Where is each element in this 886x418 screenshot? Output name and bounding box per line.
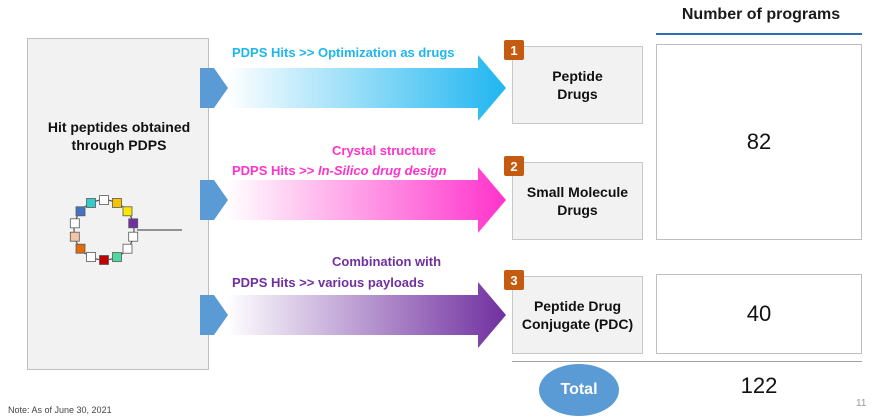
route-2-label: PDPS Hits >> In-Silico drug design: [232, 163, 447, 178]
target-small-molecule-drugs: Small Molecule Drugs: [512, 162, 643, 240]
ring-bead: [128, 231, 139, 242]
ring-bead: [86, 252, 96, 262]
target-1-label: Peptide Drugs: [552, 68, 603, 102]
header-underline: [656, 33, 862, 35]
ring-bead: [75, 206, 86, 217]
badge-2: 2: [504, 156, 524, 176]
ring-bead: [99, 255, 109, 265]
target-pdc: Peptide Drug Conjugate (PDC): [512, 276, 643, 354]
route-2-detail-line1: Crystal structure: [332, 143, 437, 158]
route-3-detail-line2: various payloads: [318, 275, 425, 290]
route-2-arrow: [226, 167, 506, 233]
ring-bead: [69, 218, 80, 229]
target-2-label: Small Molecule Drugs: [526, 184, 629, 218]
peptide-ring-icon: [69, 195, 182, 265]
column-header: Number of programs: [681, 6, 841, 23]
route-2-prefix: PDPS Hits >>: [232, 163, 315, 178]
total-value: 122: [740, 373, 778, 398]
route-3-prefix: PDPS Hits >>: [232, 275, 315, 290]
ring-bead: [69, 231, 80, 242]
count-82-box: 82: [656, 44, 862, 240]
ring-bead: [112, 252, 122, 262]
route-3-arrow: [226, 282, 506, 348]
footnote: Note: As of June 30, 2021: [8, 405, 112, 415]
page-number: 11: [856, 398, 867, 409]
count-40-box: 40: [656, 274, 862, 354]
ring-bead: [99, 195, 109, 205]
count-pdc: 40: [746, 301, 772, 326]
route-1-chevron: [200, 68, 228, 108]
target-3-label: Peptide Drug Conjugate (PDC): [521, 298, 634, 332]
total-label: Total: [560, 381, 598, 398]
route-1-label: PDPS Hits >> Optimization as drugs: [232, 45, 455, 60]
ring-bead: [122, 206, 133, 217]
route-1-detail: Optimization as drugs: [318, 45, 455, 60]
route-3-chevron: [200, 295, 228, 335]
badge-3: 3: [504, 270, 524, 290]
ring-bead: [128, 218, 139, 229]
route-2-chevron: [200, 180, 228, 220]
route-3-label: PDPS Hits >> various payloads: [232, 275, 424, 290]
route-3-detail-line1: Combination with: [332, 254, 442, 269]
ring-bead: [86, 198, 96, 208]
total-badge: Total: [539, 364, 619, 416]
ring-bead: [75, 243, 86, 254]
ring-bead: [122, 243, 133, 254]
route-1-arrow: [226, 55, 506, 121]
target-peptide-drugs: Peptide Drugs: [512, 46, 643, 124]
route-1-prefix: PDPS Hits >>: [232, 45, 315, 60]
badge-1: 1: [504, 40, 524, 60]
ring-beads: [69, 195, 139, 265]
ring-bead: [112, 198, 122, 208]
route-2-detail-line2: In-Silico drug design: [318, 163, 447, 178]
count-peptide-small-molecule: 82: [746, 129, 772, 154]
source-label: Hit peptides obtained through PDPS: [47, 119, 191, 153]
total-divider: [512, 361, 862, 362]
